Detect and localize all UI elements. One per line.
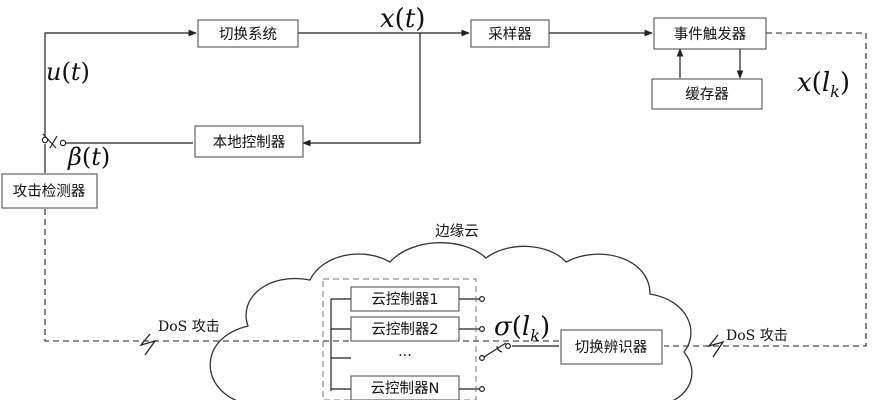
sampler-label: 采样器 xyxy=(488,26,532,43)
attack-detector-label: 攻击检测器 xyxy=(13,183,86,200)
sigma-switch xyxy=(479,296,512,393)
switch-identifier-label: 切换辨识器 xyxy=(575,339,648,356)
cloud-controller-n-block: 云控制器N xyxy=(350,375,460,400)
cloud-controller-1-block: 云控制器1 xyxy=(350,286,460,312)
edge-cloud-shape xyxy=(209,242,693,400)
signal-sigma-lk: σ(lk) xyxy=(494,312,550,345)
solid-connections xyxy=(44,29,744,391)
event-trigger-label: 事件触发器 xyxy=(674,26,747,43)
cloud-controller-1-label: 云控制器1 xyxy=(371,291,438,308)
switch-system-block: 切换系统 xyxy=(197,19,299,48)
cloud-controller-2-block: 云控制器2 xyxy=(350,316,460,342)
dos-lightning-icon-right xyxy=(707,334,725,358)
event-trigger-block: 事件触发器 xyxy=(653,17,767,50)
switch-system-label: 切换系统 xyxy=(219,26,277,43)
cloud-controller-2-label: 云控制器2 xyxy=(371,321,438,338)
cloud-controller-ellipsis: ··· xyxy=(398,348,412,364)
dos-attack-label-right: DoS 攻击 xyxy=(726,328,788,344)
beta-switch xyxy=(41,133,67,149)
dos-lightning-icon-left xyxy=(139,333,157,356)
signal-x-t: x(t) xyxy=(380,4,425,34)
switch-identifier-block: 切换辨识器 xyxy=(560,329,663,365)
attack-detector-block: 攻击检测器 xyxy=(1,173,98,209)
cloud-controller-n-label: 云控制器N xyxy=(371,380,440,397)
buffer-label: 缓存器 xyxy=(685,86,729,103)
sampler-block: 采样器 xyxy=(470,19,550,48)
local-controller-block: 本地控制器 xyxy=(194,125,304,158)
signal-beta-t: β(t) xyxy=(67,143,110,171)
signal-u-t: u(t) xyxy=(46,58,90,86)
buffer-block: 缓存器 xyxy=(651,78,763,110)
signal-x-lk: x(lk) xyxy=(797,68,850,101)
dos-attack-label-left: DoS 攻击 xyxy=(158,319,220,335)
local-controller-label: 本地控制器 xyxy=(213,134,286,151)
edge-cloud-label: 边缘云 xyxy=(435,223,479,240)
